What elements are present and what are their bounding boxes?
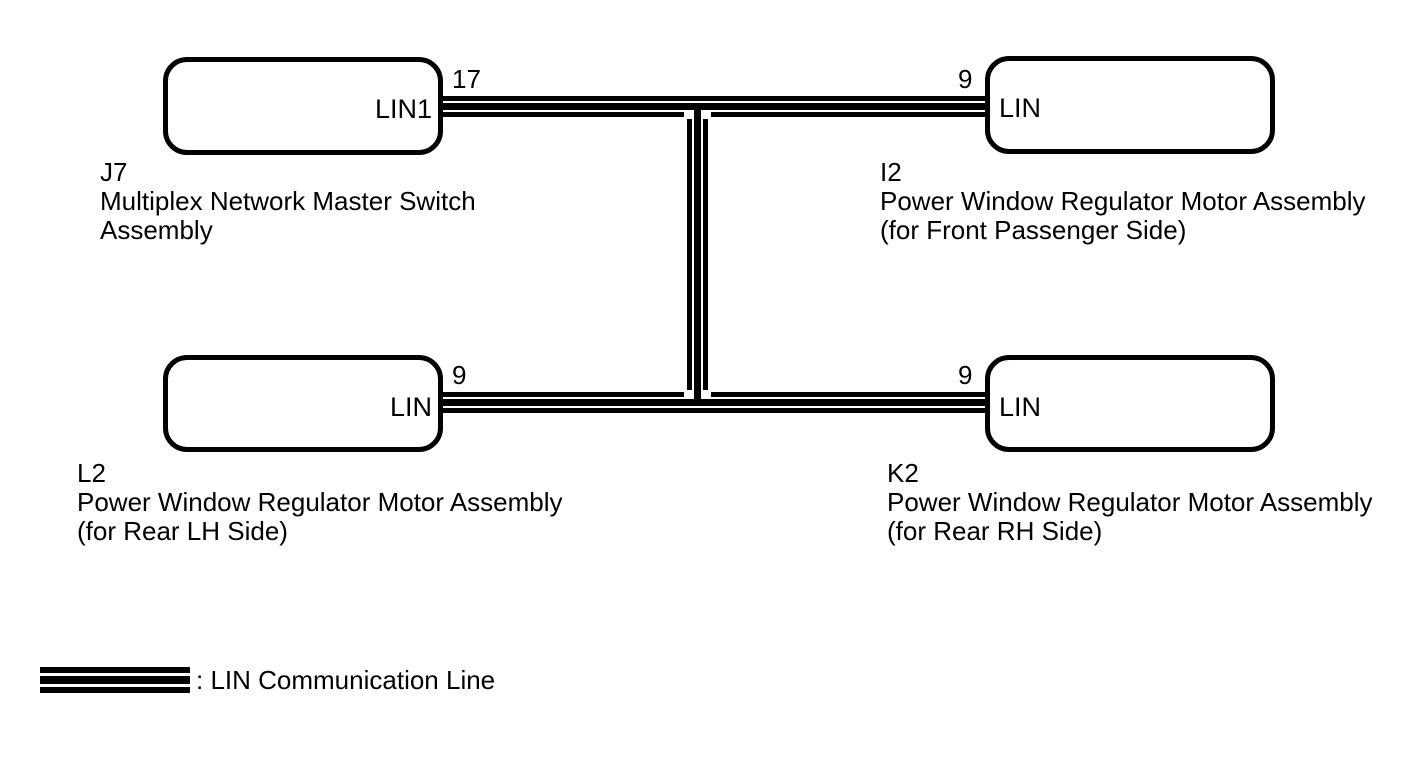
node-code: J7: [100, 157, 128, 187]
port-label-lin-l2: LIN: [389, 392, 432, 422]
node-name-line1: Power Window Regulator Motor Assembly: [880, 186, 1366, 216]
lin-wire-bottom: [438, 392, 990, 413]
lin-wire-top: [438, 96, 990, 117]
node-name-line1: Power Window Regulator Motor Assembly: [887, 487, 1373, 517]
node-code: I2: [880, 157, 902, 187]
port-label-lin1: LIN1: [374, 94, 432, 124]
legend-lin-line-swatch: [40, 667, 190, 693]
node-box-l2: LIN: [163, 355, 443, 452]
node-name-line2: (for Rear LH Side): [77, 516, 288, 546]
node-caption-k2: K2 Power Window Regulator Motor Assembly…: [887, 459, 1373, 546]
port-label-lin-k2: LIN: [999, 392, 1042, 422]
pin-number-j7: 17: [452, 64, 481, 94]
node-box-i2: LIN: [985, 56, 1275, 154]
node-caption-i2: I2 Power Window Regulator Motor Assembly…: [880, 158, 1366, 245]
pin-number-k2: 9: [958, 360, 973, 390]
node-caption-j7: J7 Multiplex Network Master Switch Assem…: [100, 158, 476, 245]
port-label-lin-i2: LIN: [999, 93, 1042, 123]
node-box-k2: LIN: [985, 355, 1275, 452]
junction-joint-top: [694, 103, 701, 119]
node-name-line2: (for Front Passenger Side): [880, 215, 1187, 245]
node-code: K2: [887, 458, 919, 488]
pin-number-i2: 9: [958, 64, 973, 94]
junction-joint-bottom: [694, 390, 701, 406]
node-name-line2: Assembly: [100, 215, 213, 245]
node-name-line1: Power Window Regulator Motor Assembly: [77, 487, 563, 517]
node-code: L2: [77, 458, 106, 488]
legend-label: : LIN Communication Line: [196, 665, 496, 695]
node-name-line1: Multiplex Network Master Switch: [100, 186, 476, 216]
pin-number-l2: 9: [452, 360, 467, 390]
lin-wire-vertical: [687, 119, 708, 390]
node-caption-l2: L2 Power Window Regulator Motor Assembly…: [77, 459, 563, 546]
node-box-j7: LIN1: [163, 57, 443, 155]
node-name-line2: (for Rear RH Side): [887, 516, 1103, 546]
